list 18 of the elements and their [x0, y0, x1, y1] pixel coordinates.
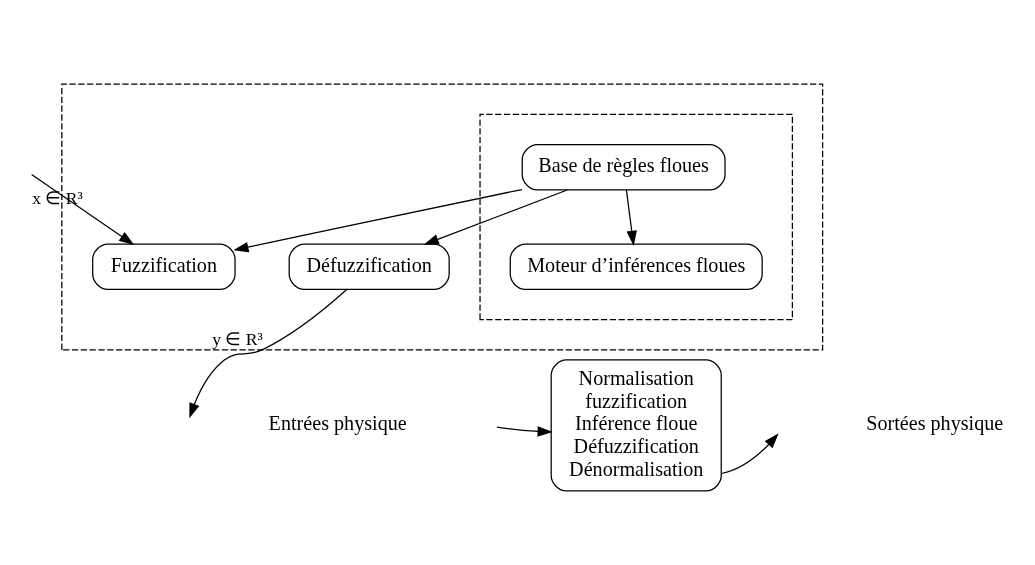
arrow: [233, 188, 523, 253]
node-box: Défuzzification: [288, 243, 450, 291]
arrow: [625, 189, 637, 246]
arrow: [423, 189, 568, 245]
node-box: Base de règles floues: [521, 143, 726, 191]
node-box: Fuzzification: [92, 243, 236, 291]
cluster: [61, 83, 824, 351]
arrow: [720, 433, 779, 475]
edge-label: y ∈ R³: [212, 329, 263, 350]
arrow: [31, 173, 135, 246]
label: Entrées physique: [268, 412, 407, 435]
label: Sortées physique: [866, 412, 1004, 435]
cluster: [479, 113, 794, 321]
arrow: [496, 426, 553, 437]
edge-label: x ∈ R³: [32, 188, 83, 209]
node-box: Moteur d’inférences floues: [509, 243, 763, 291]
node-box: Normalisation fuzzification Inférence floue Défuzzification Dénormalisation: [550, 359, 722, 492]
arrow: [189, 288, 348, 419]
